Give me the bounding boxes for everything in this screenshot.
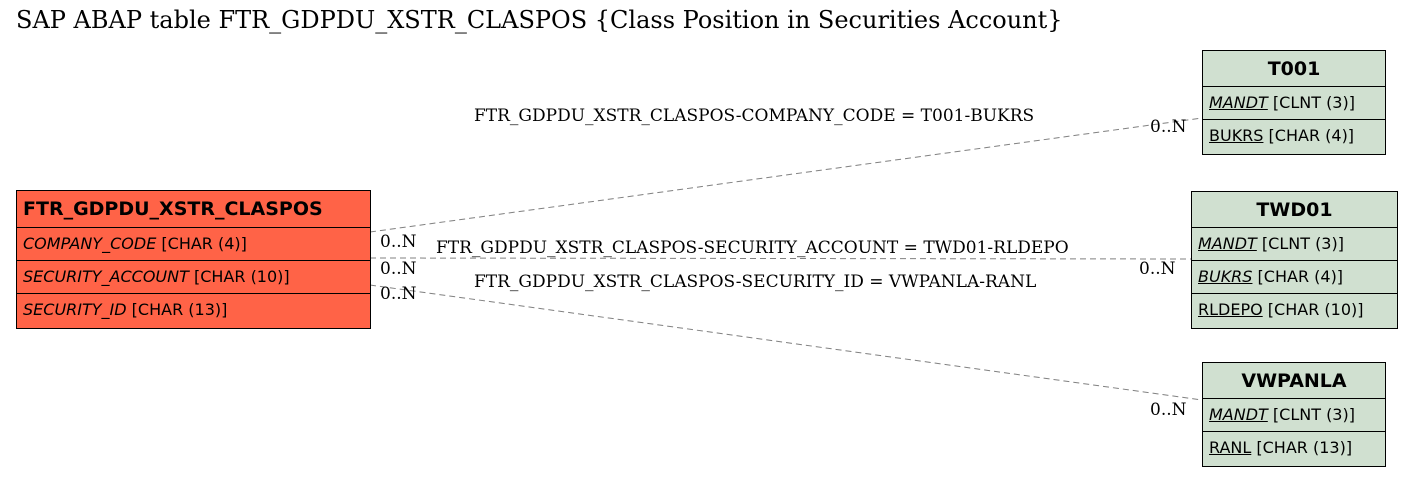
field-name: BUKRS	[1198, 267, 1253, 286]
field-row-ranl: RANL [CHAR (13)]	[1203, 432, 1385, 465]
cardinality-source-twd01: 0..N	[380, 259, 417, 279]
relation-line-t001	[369, 117, 1203, 233]
field-name: RLDEPO	[1198, 300, 1263, 319]
table-header: TWD01	[1192, 192, 1397, 228]
field-type: [CLNT (3)]	[1272, 93, 1355, 112]
field-type: [CHAR (10)]	[1267, 300, 1364, 319]
field-row-security-account: SECURITY_ACCOUNT [CHAR (10)]	[17, 261, 370, 294]
cardinality-target-vwpanla: 0..N	[1150, 400, 1187, 420]
table-t001: T001 MANDT [CLNT (3)] BUKRS [CHAR (4)]	[1202, 50, 1386, 155]
field-name: BUKRS	[1209, 126, 1264, 145]
field-row-rldepo: RLDEPO [CHAR (10)]	[1192, 294, 1397, 327]
field-type: [CHAR (10)]	[193, 267, 290, 286]
table-vwpanla: VWPANLA MANDT [CLNT (3)] RANL [CHAR (13)…	[1202, 362, 1386, 467]
field-type: [CLNT (3)]	[1272, 405, 1355, 424]
field-type: [CHAR (13)]	[131, 300, 228, 319]
field-name: MANDT	[1198, 234, 1257, 253]
field-name: COMPANY_CODE	[23, 234, 157, 253]
table-header: FTR_GDPDU_XSTR_CLASPOS	[17, 191, 370, 228]
cardinality-source-vwpanla: 0..N	[380, 284, 417, 304]
table-ftr-gdpdu-xstr-claspos: FTR_GDPDU_XSTR_CLASPOS COMPANY_CODE [CHA…	[16, 190, 371, 329]
table-twd01: TWD01 MANDT [CLNT (3)] BUKRS [CHAR (4)] …	[1191, 191, 1398, 329]
cardinality-target-twd01: 0..N	[1139, 259, 1176, 279]
field-name: MANDT	[1209, 405, 1268, 424]
field-type: [CLNT (3)]	[1261, 234, 1344, 253]
field-type: [CHAR (4)]	[161, 234, 247, 253]
field-type: [CHAR (13)]	[1256, 438, 1353, 457]
field-name: SECURITY_ID	[23, 300, 127, 319]
table-header: T001	[1203, 51, 1385, 87]
relation-line-twd01	[369, 257, 1192, 260]
field-name: RANL	[1209, 438, 1252, 457]
field-row-bukrs: BUKRS [CHAR (4)]	[1192, 261, 1397, 294]
cardinality-target-t001: 0..N	[1150, 117, 1187, 137]
relation-line-vwpanla	[369, 284, 1203, 401]
field-row-mandt: MANDT [CLNT (3)]	[1203, 87, 1385, 120]
relation-label-vwpanla: FTR_GDPDU_XSTR_CLASPOS-SECURITY_ID = VWP…	[474, 272, 1036, 292]
cardinality-source-t001: 0..N	[380, 232, 417, 252]
field-type: [CHAR (4)]	[1268, 126, 1355, 145]
field-row-mandt: MANDT [CLNT (3)]	[1203, 399, 1385, 432]
relation-label-t001: FTR_GDPDU_XSTR_CLASPOS-COMPANY_CODE = T0…	[474, 106, 1034, 126]
field-row-security-id: SECURITY_ID [CHAR (13)]	[17, 294, 370, 327]
relation-label-twd01: FTR_GDPDU_XSTR_CLASPOS-SECURITY_ACCOUNT …	[436, 238, 1069, 258]
table-header: VWPANLA	[1203, 363, 1385, 399]
field-row-company-code: COMPANY_CODE [CHAR (4)]	[17, 228, 370, 261]
field-row-bukrs: BUKRS [CHAR (4)]	[1203, 120, 1385, 153]
field-name: SECURITY_ACCOUNT	[23, 267, 189, 286]
field-name: MANDT	[1209, 93, 1268, 112]
field-row-mandt: MANDT [CLNT (3)]	[1192, 228, 1397, 261]
field-type: [CHAR (4)]	[1257, 267, 1344, 286]
page-title: SAP ABAP table FTR_GDPDU_XSTR_CLASPOS {C…	[16, 6, 1063, 34]
